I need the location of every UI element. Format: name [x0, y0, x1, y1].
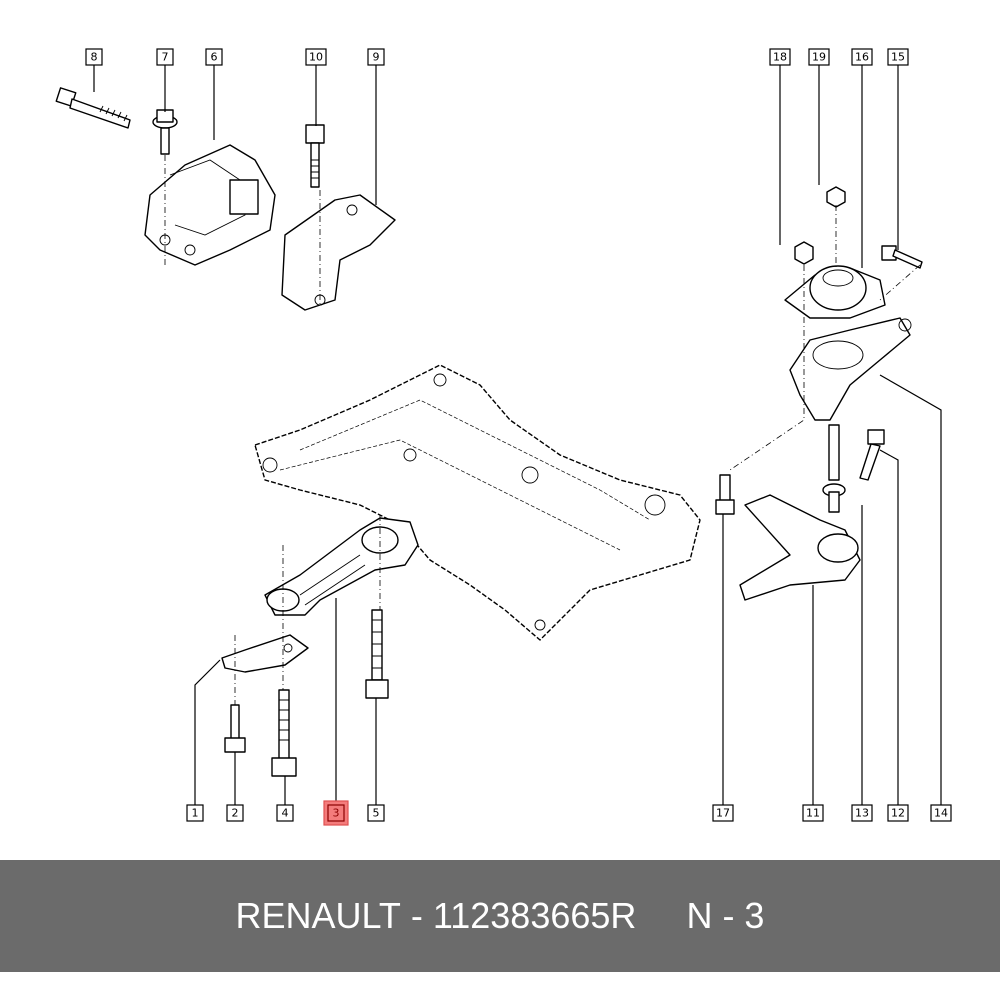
svg-text:6: 6 [211, 51, 218, 64]
svg-text:10: 10 [309, 51, 323, 64]
callout-6: 6 [205, 48, 223, 66]
svg-text:2: 2 [232, 807, 239, 820]
callout-14: 14 [930, 804, 952, 822]
part-17-bolt [715, 474, 735, 515]
exploded-view: 8 7 6 10 9 18 19 16 15 1 2 4 3 5 17 11 1… [55, 48, 952, 826]
part-3-torque-rod [264, 517, 419, 616]
part-7-bolt [152, 109, 178, 155]
part-number: 112383665R [432, 895, 637, 936]
callout-3-highlighted: 3 [323, 800, 349, 826]
svg-text:11: 11 [806, 807, 820, 820]
part-8-bolt [55, 87, 131, 129]
callout-2: 2 [226, 804, 244, 822]
callout-1: 1 [186, 804, 204, 822]
leader-lines [93, 65, 942, 805]
callout-15: 15 [887, 48, 909, 66]
callout-18: 18 [769, 48, 791, 66]
callout-19: 19 [808, 48, 830, 66]
callout-4: 4 [276, 804, 294, 822]
part-9-bracket [281, 194, 396, 311]
svg-text:1: 1 [192, 807, 199, 820]
callout-16: 16 [851, 48, 873, 66]
part-14-bracket [789, 317, 912, 421]
callout-12: 12 [887, 804, 909, 822]
callout-17: 17 [712, 804, 734, 822]
part-4-bolt [271, 689, 297, 777]
part-5-bolt [365, 609, 389, 699]
svg-text:8: 8 [91, 51, 98, 64]
callouts-bottom: 1 2 4 3 5 17 11 13 12 14 [186, 800, 952, 826]
callout-13: 13 [851, 804, 873, 822]
part-2-bolt [224, 704, 246, 753]
svg-text:18: 18 [773, 51, 787, 64]
position-label: N - 3 [686, 895, 765, 936]
svg-text:15: 15 [891, 51, 905, 64]
part-6-mount [144, 144, 276, 266]
svg-text:17: 17 [716, 807, 730, 820]
svg-text:7: 7 [162, 51, 169, 64]
brand-name: RENAULT [235, 895, 401, 936]
callout-7: 7 [156, 48, 174, 66]
svg-text:9: 9 [373, 51, 380, 64]
part-number-banner: RENAULT - 112383665R N - 3 [0, 860, 1000, 972]
callouts-top: 8 7 6 10 9 18 19 16 15 [85, 48, 909, 66]
separator: - [400, 895, 433, 936]
svg-text:5: 5 [373, 807, 380, 820]
svg-text:4: 4 [282, 807, 289, 820]
part-16-mount [784, 265, 886, 319]
part-18-nut [794, 241, 814, 265]
part-1-bracket [221, 634, 309, 673]
callout-5: 5 [367, 804, 385, 822]
callout-9: 9 [367, 48, 385, 66]
svg-text:13: 13 [855, 807, 869, 820]
callout-8: 8 [85, 48, 103, 66]
part-10-bolt [305, 124, 325, 188]
svg-text:3: 3 [333, 807, 340, 820]
part-13-stud [822, 424, 846, 513]
part-19-nut [826, 186, 846, 208]
part-11-arm [739, 494, 861, 601]
svg-text:12: 12 [891, 807, 905, 820]
spacer [636, 895, 686, 937]
callout-10: 10 [305, 48, 327, 66]
svg-text:14: 14 [934, 807, 948, 820]
callout-11: 11 [802, 804, 824, 822]
part-12-bolt [859, 429, 885, 481]
part-15-bolt [881, 245, 923, 269]
svg-text:19: 19 [812, 51, 826, 64]
svg-text:16: 16 [855, 51, 869, 64]
assembly-axes [164, 155, 921, 705]
